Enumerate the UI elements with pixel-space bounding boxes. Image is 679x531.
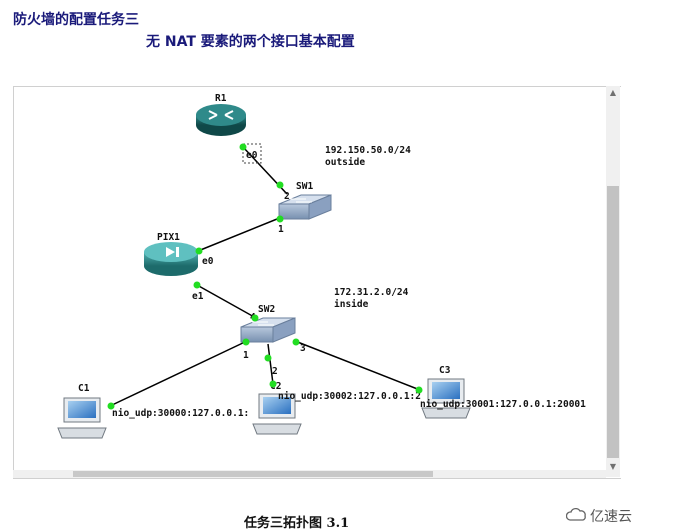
- pix1-e1-label: e1: [192, 291, 204, 302]
- computer-c3[interactable]: [421, 378, 471, 419]
- link-dot: [251, 314, 259, 322]
- scroll-up-icon[interactable]: ▲: [609, 88, 617, 97]
- link-dot: [276, 215, 284, 223]
- pix1-e0-label: e0: [202, 256, 214, 267]
- page-title: 防火墙的配置任务三: [13, 12, 139, 28]
- link-dot: [292, 338, 300, 346]
- link-dot: [415, 386, 423, 394]
- sw2-label: SW2: [258, 304, 275, 315]
- router-r1[interactable]: [196, 104, 246, 136]
- firewall-pix1[interactable]: [144, 242, 198, 276]
- c1-label: C1: [78, 383, 90, 394]
- vertical-scrollbar[interactable]: ▲ ▼: [606, 86, 620, 477]
- c2-label: C2: [270, 381, 281, 392]
- link-status-dots: [107, 143, 423, 410]
- c3-nio: nio_udp:30001:127.0.0.1:20001: [420, 399, 586, 410]
- computer-c1[interactable]: [57, 397, 107, 439]
- sw2-port-3: 3: [300, 343, 306, 354]
- link-dot: [193, 281, 201, 289]
- link-sw2-c2[interactable]: [267, 343, 274, 385]
- switch-sw2[interactable]: [240, 317, 296, 343]
- r1-label: R1: [215, 93, 227, 104]
- r1-e0-port-box: [242, 143, 262, 164]
- inside-network-ip: 172.31.2.0/24: [334, 287, 409, 298]
- horizontal-scroll-thumb[interactable]: [73, 471, 433, 477]
- outside-network-ip: 192.150.50.0/24: [325, 145, 411, 156]
- inside-network-name: inside: [334, 299, 369, 310]
- r1-e0-label: e0: [246, 150, 258, 161]
- link-sw2-c3[interactable]: [294, 340, 421, 391]
- outside-network-name: outside: [325, 157, 365, 168]
- switch-sw1[interactable]: [278, 194, 332, 220]
- computer-c2[interactable]: [252, 393, 302, 435]
- horizontal-scrollbar[interactable]: [13, 470, 606, 478]
- scroll-down-icon[interactable]: ▼: [609, 462, 617, 471]
- link-sw1-pix1[interactable]: [197, 216, 283, 252]
- link-dot: [242, 338, 250, 346]
- link-dot: [269, 380, 277, 388]
- watermark: 亿速云: [566, 506, 632, 526]
- link-pix1-sw2[interactable]: [196, 284, 257, 319]
- sw2-port-2: 2: [272, 366, 278, 377]
- c2-nio: nio_udp:30002:127.0.0.1:2: [278, 391, 421, 402]
- c1-nio: nio_udp:30000:127.0.0.1:: [112, 408, 249, 419]
- link-dot: [107, 402, 115, 410]
- figure-caption: 任务三拓扑图 3.1: [244, 516, 350, 531]
- c3-label: C3: [439, 365, 451, 376]
- watermark-text: 亿速云: [590, 509, 632, 525]
- link-dot: [239, 143, 247, 151]
- cloud-logo-icon: [566, 508, 586, 521]
- sw1-port-2: 2: [284, 191, 290, 202]
- vertical-scroll-thumb[interactable]: [607, 186, 619, 458]
- pix1-label: PIX1: [157, 232, 180, 243]
- link-dot: [195, 247, 203, 255]
- link-dot: [264, 354, 272, 362]
- page-subtitle: 无 NAT 要素的两个接口基本配置: [146, 34, 355, 50]
- sw2-port-1: 1: [243, 350, 249, 361]
- link-dot: [276, 181, 284, 189]
- topology-canvas[interactable]: [13, 86, 621, 479]
- link-sw2-c1[interactable]: [109, 340, 248, 407]
- sw1-port-1: 1: [278, 224, 284, 235]
- sw1-label: SW1: [296, 181, 313, 192]
